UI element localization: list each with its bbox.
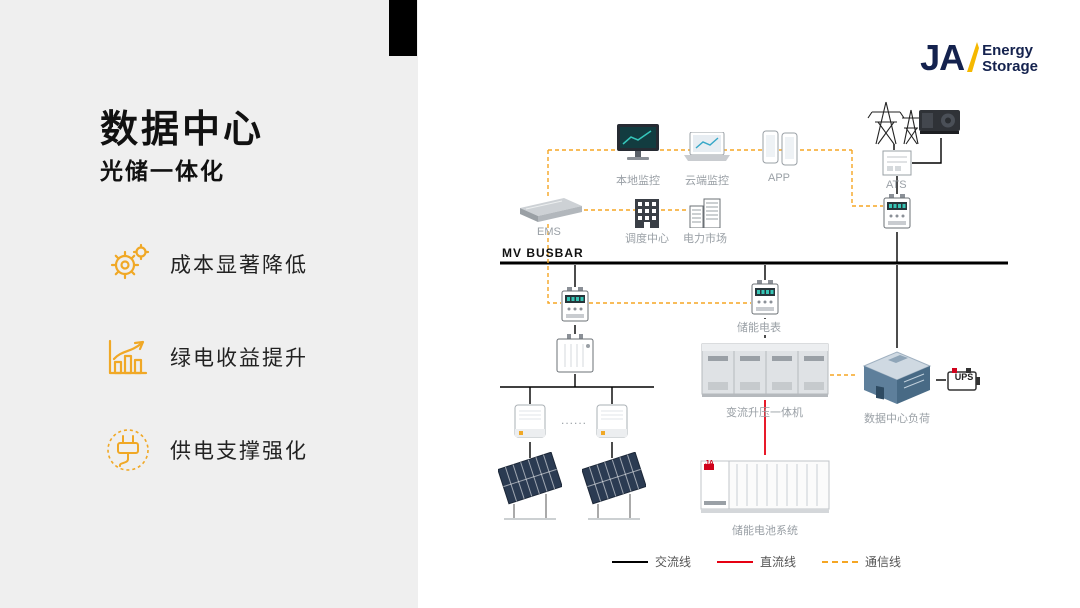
bar-chart-up-icon [104,333,152,381]
benefit-list: 成本显著降低 绿电收益提升 [104,240,308,519]
bullet-support: 供电支撑强化 [104,426,308,474]
battery-system-label: 储能电池系统 [732,525,798,537]
legend-dc: 直流线 [717,553,796,570]
legend: 交流线 直流线 通信线 [612,553,901,570]
corner-tab [389,0,417,56]
dc-line-label: 直流线 [760,555,797,569]
page-title: 数据中心 [100,109,265,151]
comm-line-swatch [822,560,859,563]
cloud-monitor-label: 云端监控 [685,175,729,187]
converter-cabinet-icon [700,338,830,405]
power-plug-icon [104,426,152,474]
ems-label: EMS [537,226,561,238]
desktop-monitor-icon [615,124,661,171]
solar-panel-icon [497,451,563,529]
legend-comm: 通信线 [822,553,901,570]
generator-icon [918,104,962,143]
ac-line-swatch [612,560,648,563]
logo-brand: JA [920,37,965,78]
phones-icon [760,130,800,173]
battery-container-icon [699,455,831,522]
data-center-load-label: 数据中心负荷 [864,413,930,425]
transmission-tower-icon [866,94,922,151]
ats-meter-icon [883,194,911,237]
ems-device-icon [518,196,584,229]
ups-battery-icon [946,364,982,399]
ats-label: ATS [886,179,907,191]
power-market-label: 电力市场 [683,233,727,245]
left-panel [0,0,418,608]
ellipsis-label: ...... [560,413,587,427]
bullet-support-label: 供电支撑强化 [170,440,308,463]
app-label: APP [768,172,791,184]
bullet-cost-label: 成本显著降低 [170,254,308,277]
data-center-building-icon [858,348,936,411]
bullet-revenue: 绿电收益提升 [104,333,308,381]
ac-line-label: 交流线 [655,555,692,569]
logo-accent-icon [965,42,980,77]
gear-icon [104,240,152,288]
solar-panel-icon [581,451,647,529]
dispatch-building-icon [632,198,662,233]
mv-busbar-label: MV BUSBAR [502,246,584,260]
logo-line1: Energy [982,42,1033,59]
ja-energy-storage-logo: JA Energy Storage [920,40,1038,77]
logo-line2: Storage [982,58,1038,75]
dispatch-center-label: 调度中心 [625,233,669,245]
container-brand-label: JA [705,460,714,467]
storage-meter-label: 储能电表 [737,319,781,335]
power-market-building-icon [688,198,722,233]
converter-label: 变流升压一体机 [726,407,803,419]
legend-ac: 交流线 [612,553,691,570]
bullet-revenue-label: 绿电收益提升 [170,347,308,370]
dc-line-swatch [717,560,754,563]
comm-line-label: 通信线 [865,555,902,569]
inverter-icon [514,404,546,447]
local-monitor-label: 本地监控 [616,175,660,187]
laptop-icon [684,131,730,171]
inverter-icon [596,404,628,447]
transformer-icon [555,334,595,379]
ats-box-icon [882,150,912,181]
ups-label: UPS [954,372,974,382]
page-subtitle: 光储一体化 [100,158,225,184]
storage-meter-icon [751,280,779,323]
pv-meter-icon [561,287,589,330]
logo-text: Energy Storage [982,43,1038,75]
bullet-cost: 成本显著降低 [104,240,308,288]
